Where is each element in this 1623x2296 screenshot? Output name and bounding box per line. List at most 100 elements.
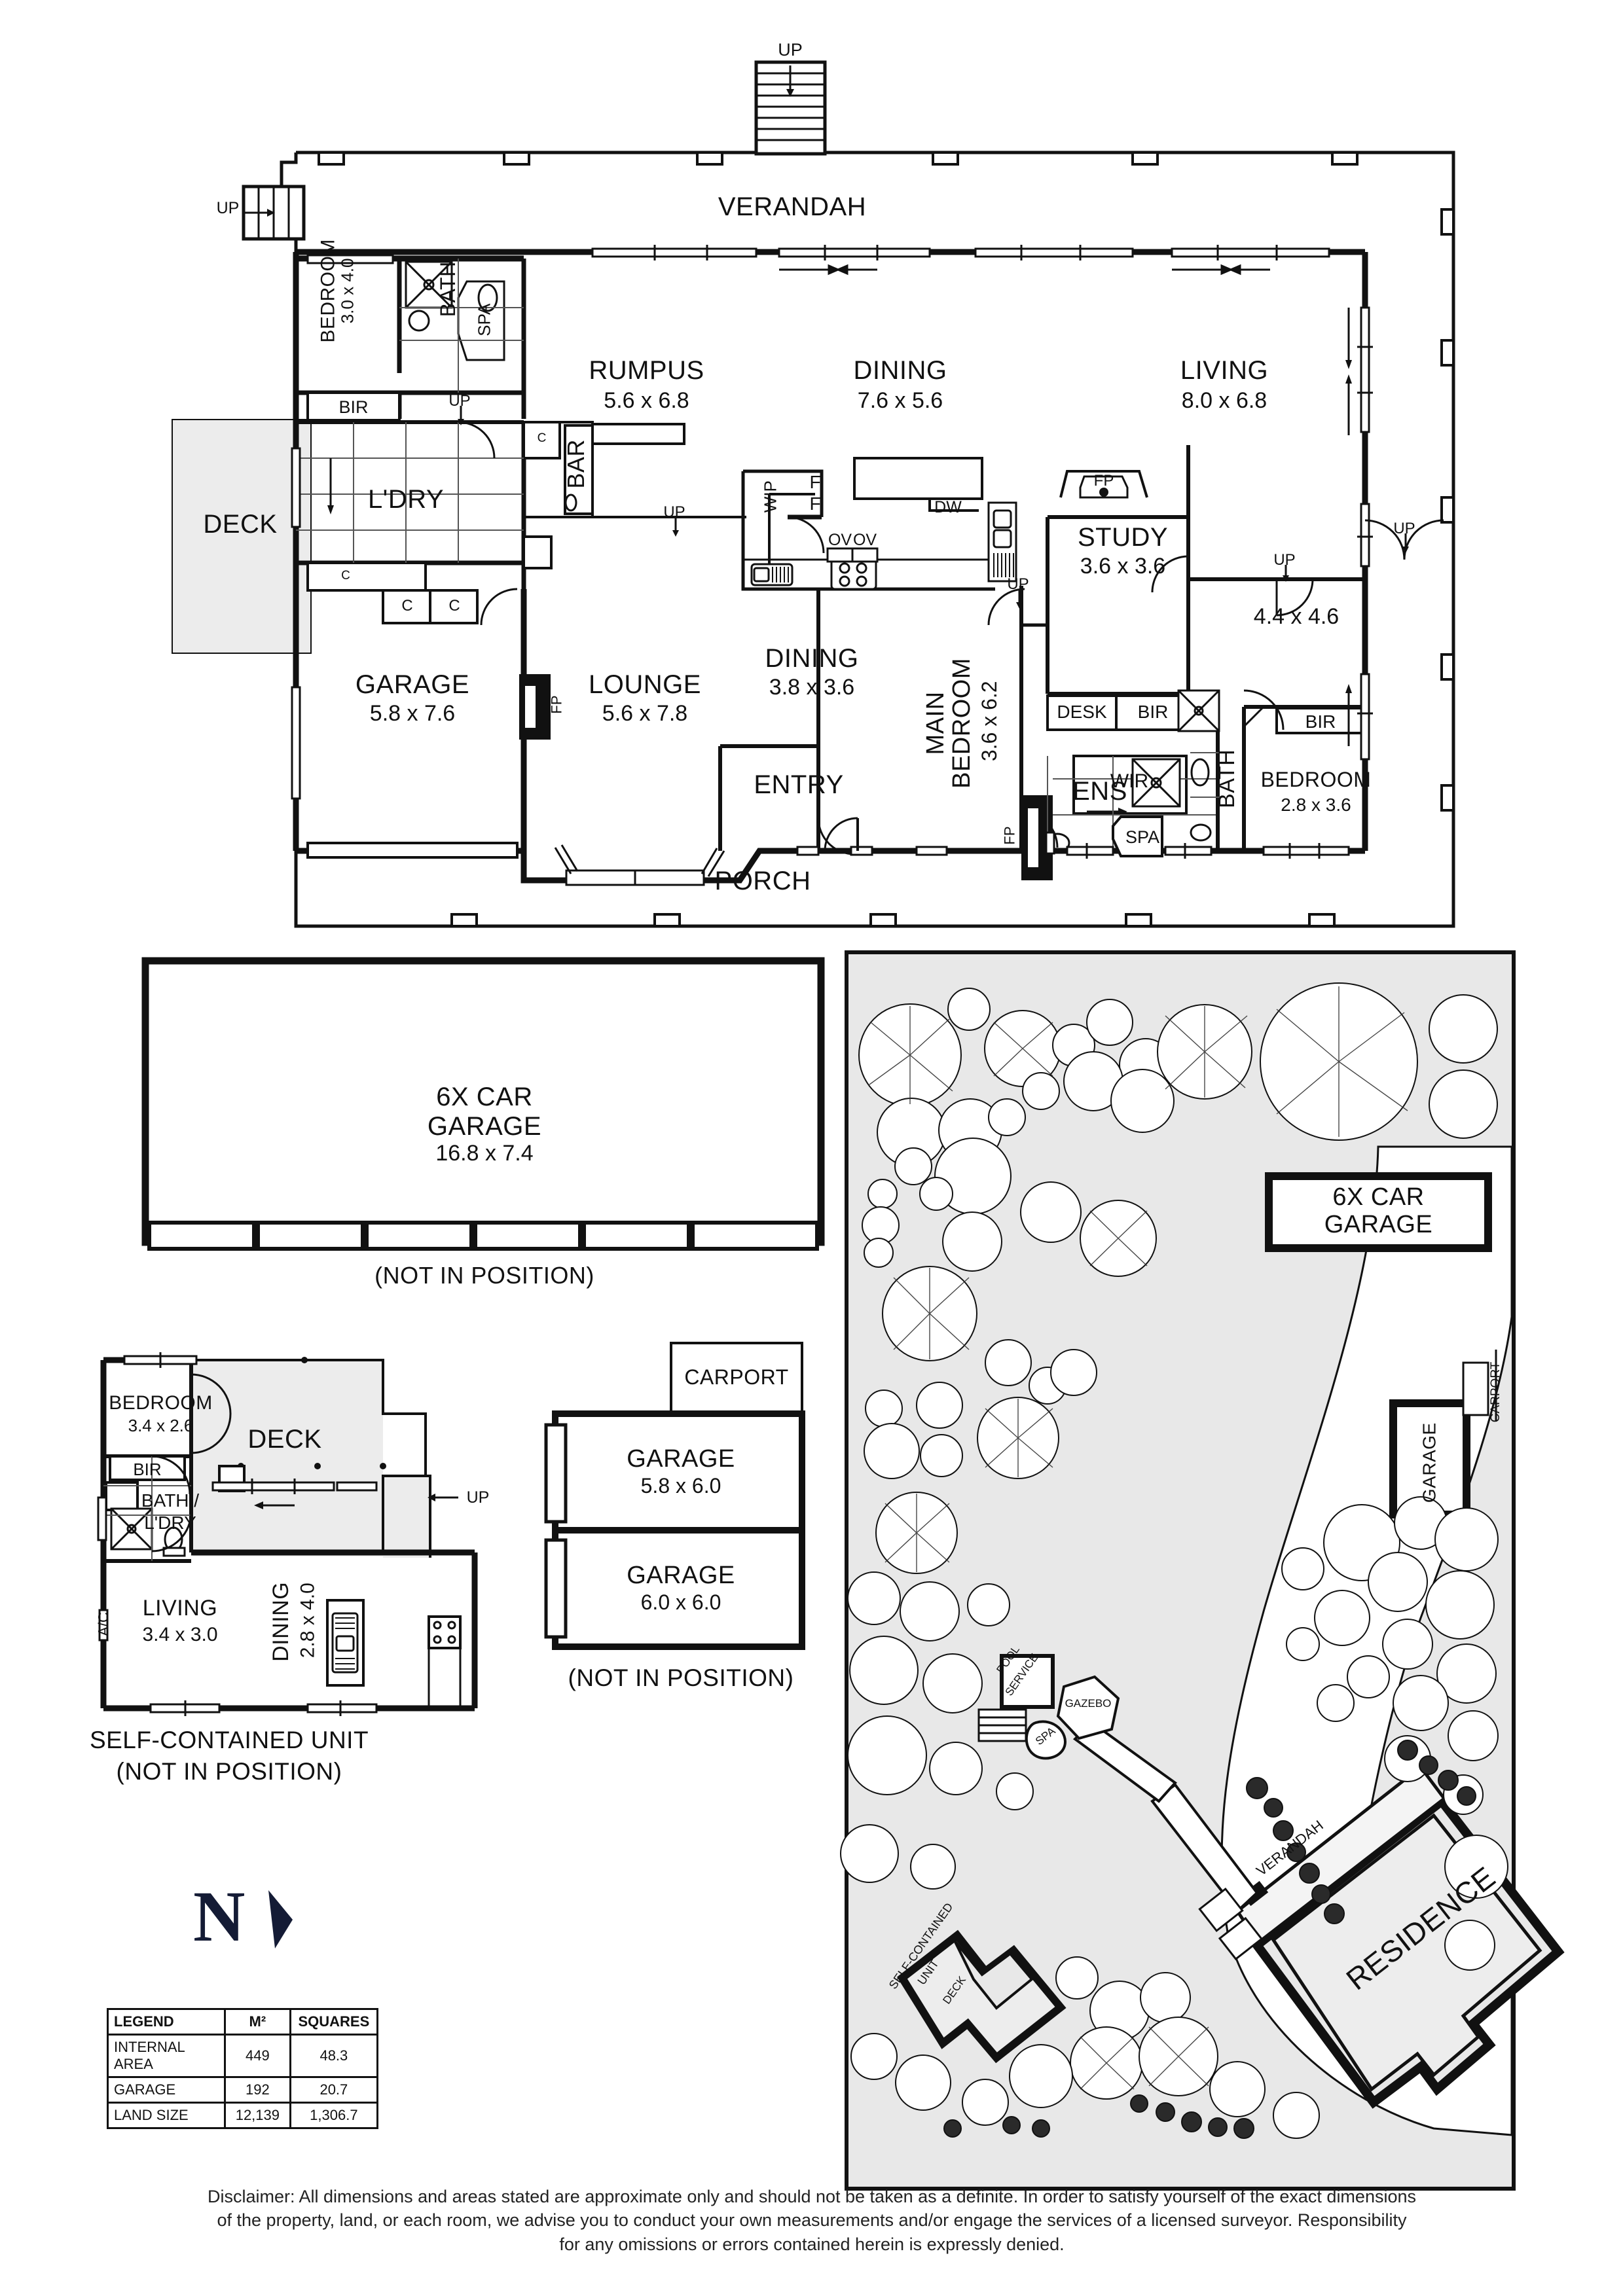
north-arrow: N — [193, 1876, 324, 1986]
legend-label-land-size: LAND SIZE — [107, 2102, 226, 2129]
main-plan-outline — [242, 60, 1455, 928]
label-up-living: UP — [1273, 551, 1296, 569]
carport-label: CARPORT — [684, 1365, 789, 1389]
label-bir-right: BIR — [1305, 711, 1336, 732]
label-dining-2: DINING — [765, 644, 859, 673]
label-up-laundry: UP — [448, 392, 471, 410]
site-plan-graphic — [840, 950, 1565, 2191]
label-room-4-4: 4.4 x 4.6 — [1253, 604, 1340, 629]
label-main-bedroom-line1: MAIN — [922, 691, 950, 755]
label-bedroom-right-dim: 2.8 x 3.6 — [1281, 795, 1351, 815]
garage-1-label: GARAGE — [627, 1445, 735, 1473]
label-cupboard-3: C — [401, 597, 413, 615]
self-unit-ac: A/C — [95, 1612, 112, 1636]
disclaimer-line-2: of the property, land, or each room, we … — [217, 2210, 1407, 2231]
legend-header-m2: M² — [223, 2008, 291, 2036]
label-cupboard-1: C — [537, 431, 547, 445]
label-oven-1: OV — [828, 531, 852, 549]
self-contained-unit-block: BEDROOM 3.4 x 2.6 BIR BATH / L'DRY DECK … — [0, 1335, 524, 1859]
bedroom-top-name: BEDROOM — [317, 239, 339, 343]
self-unit-bath: BATH / — [141, 1490, 200, 1511]
label-spa-top: SPA — [474, 303, 494, 336]
direction-arrow-bedroom-right — [1345, 684, 1352, 746]
bedroom-top-dim: 3.0 x 4.0 — [337, 258, 357, 324]
label-up-rumpus: UP — [663, 503, 685, 521]
self-contained-unit-outline — [97, 1352, 478, 1716]
label-bedroom-top: BEDROOM 3.0 x 4.0 — [259, 239, 416, 376]
site-six-car-garage-2: GARAGE — [1324, 1211, 1433, 1238]
garages-block: CARPORT GARAGE 5.8 x 6.0 GARAGE 6.0 x 6.… — [537, 1335, 845, 2049]
legend-squares-garage: 20.7 — [289, 2076, 379, 2104]
legend-header-row: LEGEND M² SQUARES — [107, 2008, 379, 2036]
legend-squares-land-size: 1,306.7 — [289, 2102, 379, 2129]
site-carport-label: CARPORT — [1489, 1361, 1503, 1423]
six-car-garage-title-2: GARAGE — [427, 1112, 542, 1141]
deck-area-main — [172, 419, 312, 654]
label-ldry: L'DRY — [367, 485, 445, 514]
label-study: STUDY — [1077, 523, 1169, 552]
north-letter: N — [193, 1876, 246, 1956]
legend-m2-internal-area: 449 — [223, 2034, 291, 2078]
label-spa-main: SPA — [1125, 827, 1160, 847]
up-arrow-living — [1283, 565, 1289, 582]
legend-table: LEGEND M² SQUARES INTERNAL AREA 449 48.3… — [107, 2008, 379, 2129]
north-pointer-icon — [268, 1890, 293, 1948]
label-bath-top: BATH — [436, 261, 460, 317]
self-unit-bedroom-dim: 3.4 x 2.6 — [128, 1416, 194, 1435]
label-bir-study: BIR — [1137, 702, 1169, 722]
self-unit-living-dim: 3.4 x 3.0 — [142, 1624, 218, 1645]
up-arrow-laundry — [458, 406, 464, 425]
legend-header-label: LEGEND — [107, 2008, 226, 2036]
label-bar: BAR — [562, 439, 590, 489]
garages-outline — [544, 1342, 805, 1650]
label-main-bedroom-line2: BEDROOM — [948, 658, 976, 789]
garage-2-dim: 6.0 x 6.0 — [640, 1590, 721, 1614]
legend-m2-garage: 192 — [223, 2076, 291, 2104]
legend-squares-internal-area: 48.3 — [289, 2034, 379, 2078]
label-lounge: LOUNGE — [589, 670, 701, 699]
label-rumpus-dim: 5.6 x 6.8 — [604, 388, 689, 413]
six-car-garage-note: (NOT IN POSITION) — [374, 1262, 594, 1289]
self-unit-title: SELF-CONTAINED UNIT — [89, 1727, 369, 1753]
legend-row-garage: GARAGE 192 20.7 — [107, 2076, 379, 2104]
self-unit-dining-dim: 2.8 x 4.0 — [297, 1583, 319, 1659]
label-up-kitchen: UP — [1007, 575, 1029, 593]
site-plan: 6X CAR GARAGE GARAGE CARPORT RESIDENCE V… — [840, 950, 1565, 2191]
self-unit-deck-step — [383, 1476, 430, 1558]
legend-row-internal-area: INTERNAL AREA 449 48.3 — [107, 2034, 379, 2078]
up-arrow-rumpus — [672, 517, 679, 537]
self-unit-dining: DINING — [268, 1581, 294, 1662]
label-bedroom-right: BEDROOM — [1260, 768, 1372, 791]
six-car-garage-outline — [141, 957, 825, 1251]
up-arrow-kitchen — [1016, 589, 1023, 609]
six-car-garage-dim: 16.8 x 7.4 — [435, 1141, 534, 1166]
self-unit-note: (NOT IN POSITION) — [116, 1758, 342, 1785]
label-deck-main: DECK — [203, 510, 278, 539]
label-lounge-dim: 5.6 x 7.8 — [602, 701, 688, 726]
label-up-stairs-top: UP — [778, 40, 803, 60]
label-cupboard-4: C — [448, 597, 460, 615]
garage-1-dim: 5.8 x 6.0 — [640, 1474, 721, 1498]
label-wip: WIP — [760, 480, 780, 513]
garages-note: (NOT IN POSITION) — [568, 1664, 794, 1691]
legend-header-squares: SQUARES — [289, 2008, 379, 2036]
label-garage-main-dim: 5.8 x 7.6 — [369, 701, 456, 726]
label-up-verandah-right: UP — [1393, 520, 1415, 537]
label-wir: WIR — [1110, 770, 1149, 792]
legend-row-land-size: LAND SIZE 12,139 1,306.7 — [107, 2102, 379, 2129]
label-bir-top: BIR — [338, 397, 369, 417]
disclaimer-line-1: Disclaimer: All dimensions and areas sta… — [207, 2187, 1416, 2206]
direction-arrows-living — [1345, 308, 1352, 435]
site-garage-label: GARAGE — [1419, 1422, 1440, 1503]
label-porch: PORCH — [714, 867, 811, 895]
site-gazebo-label: GAZEBO — [1065, 1697, 1112, 1710]
self-unit-bedroom-name: BEDROOM — [109, 1392, 213, 1414]
label-garage-main: GARAGE — [355, 670, 470, 699]
self-unit-living: LIVING — [142, 1596, 218, 1621]
label-dishwasher: DW — [934, 498, 962, 516]
self-unit-bir: BIR — [133, 1460, 162, 1479]
label-cupboard-2: C — [341, 569, 350, 583]
label-living: LIVING — [1180, 356, 1269, 385]
six-car-garage-block: 6X CAR GARAGE 16.8 x 7.4 (NOT IN POSITIO… — [0, 942, 825, 1316]
label-fireplace-study: FP — [1093, 472, 1114, 490]
